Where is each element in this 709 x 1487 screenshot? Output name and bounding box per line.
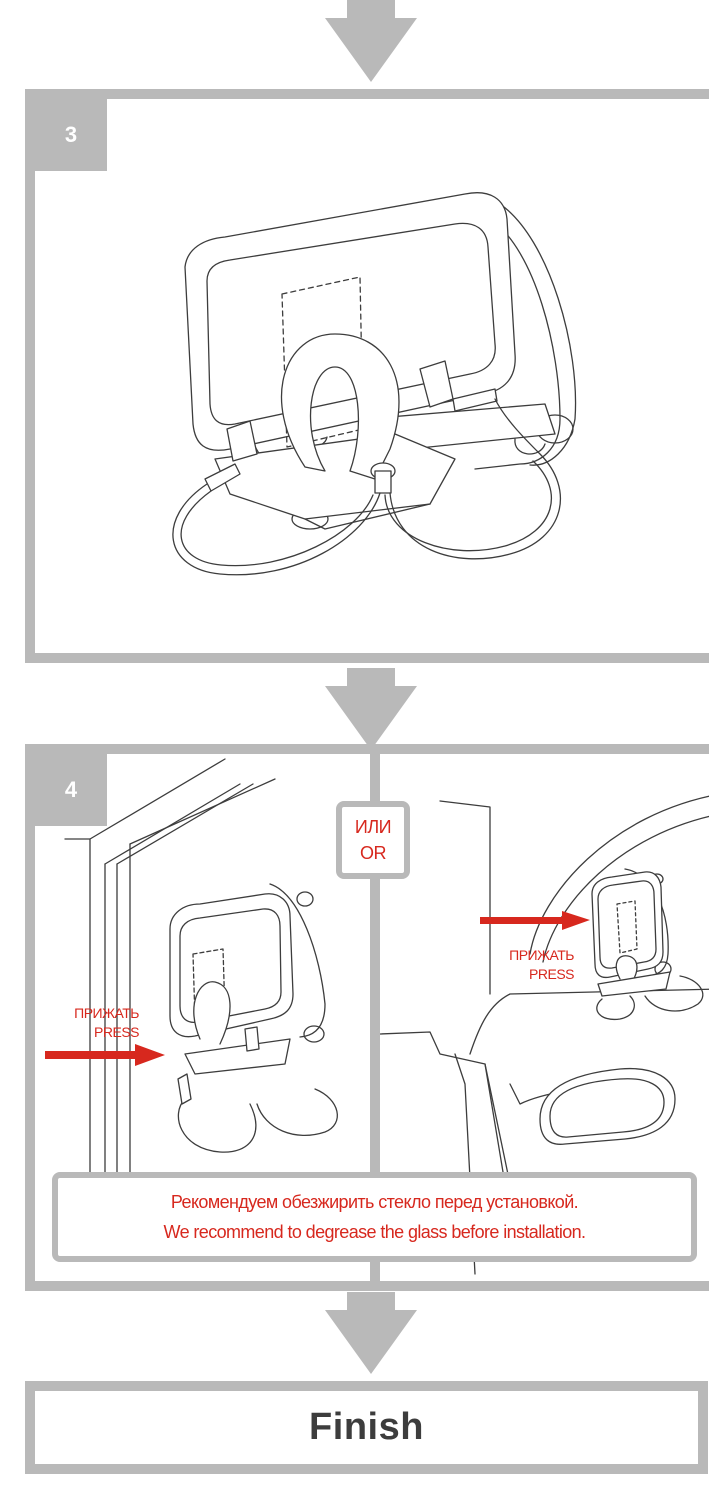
or-label-ru: ИЛИ	[354, 817, 392, 837]
down-arrow-3	[325, 1292, 417, 1374]
down-arrow-1	[325, 0, 417, 82]
or-label-en: OR	[360, 843, 387, 863]
press-label-right-ru: ПРИЖАТЬ	[509, 947, 574, 963]
degrease-note-en: We recommend to degrease the glass befor…	[163, 1222, 587, 1242]
press-label-left-ru: ПРИЖАТЬ	[74, 1005, 139, 1021]
down-arrow-2	[325, 668, 417, 750]
or-box: ИЛИ OR	[336, 801, 410, 879]
press-arrow-left	[45, 1044, 165, 1066]
degrease-note: Рекомендуем обезжирить стекло перед уста…	[52, 1172, 697, 1262]
step-3-number: 3	[35, 99, 107, 171]
press-label-right: ПРИЖАТЬ PRESS	[480, 946, 574, 984]
panel-divider	[370, 754, 380, 1281]
finish-box: Finish	[25, 1381, 708, 1474]
step-3-panel: 3	[25, 89, 709, 663]
press-arrow-right	[480, 911, 590, 930]
step-3-illustration	[172, 192, 577, 576]
step-4-window-illustration	[45, 758, 338, 1215]
press-label-left: ПРИЖАТЬ PRESS	[45, 1004, 139, 1042]
step-4-panel: 4	[25, 744, 709, 1291]
finish-label: Finish	[309, 1406, 424, 1448]
press-label-left-en: PRESS	[94, 1024, 139, 1040]
press-label-right-en: PRESS	[529, 966, 574, 982]
degrease-note-ru: Рекомендуем обезжирить стекло перед уста…	[170, 1192, 579, 1212]
step-4-number: 4	[35, 754, 107, 826]
